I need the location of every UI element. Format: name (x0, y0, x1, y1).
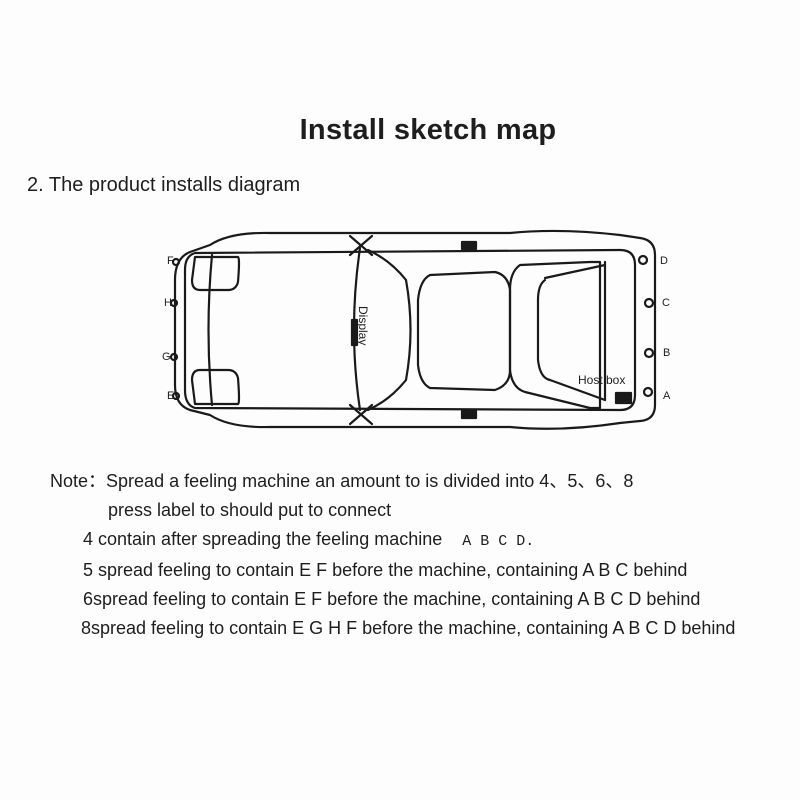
note-prefix: Note： (50, 471, 107, 491)
host-box-label: Host box (578, 373, 626, 387)
sensor-label-h: H (164, 297, 172, 309)
sensor-label-c: C (662, 297, 670, 309)
note-line-4: 5 spread feeling to contain E F before t… (83, 560, 688, 580)
car-install-diagram: Display Host box F H G E D C B A (150, 220, 710, 440)
sensor-label-a: A (663, 390, 671, 402)
car-outline-icon (169, 229, 657, 430)
installation-notes: Note：Spread a feeling machine an amount … (50, 467, 735, 643)
note-line-6: 8spread feeling to contain E G H F befor… (81, 618, 736, 638)
sensor-label-b: B (663, 347, 671, 359)
section-subtitle: 2. The product installs diagram (27, 174, 301, 196)
sensor-label-g: G (162, 351, 171, 363)
note-line-5: 6spread feeling to contain E F before th… (83, 589, 701, 609)
note-line-2: press label to should put to connect (108, 500, 392, 520)
display-label: Display (356, 306, 370, 346)
page-title: Install sketch map (299, 114, 557, 146)
sensor-list: A B C D. (462, 533, 535, 550)
sensor-label-f: F (167, 255, 174, 267)
note-line-1: Note：Spread a feeling machine an amount … (50, 471, 634, 491)
sensor-label-d: D (660, 255, 668, 267)
note-line-3: 4 contain after spreading the feeling ma… (83, 529, 535, 550)
sensor-label-e: E (167, 390, 175, 402)
